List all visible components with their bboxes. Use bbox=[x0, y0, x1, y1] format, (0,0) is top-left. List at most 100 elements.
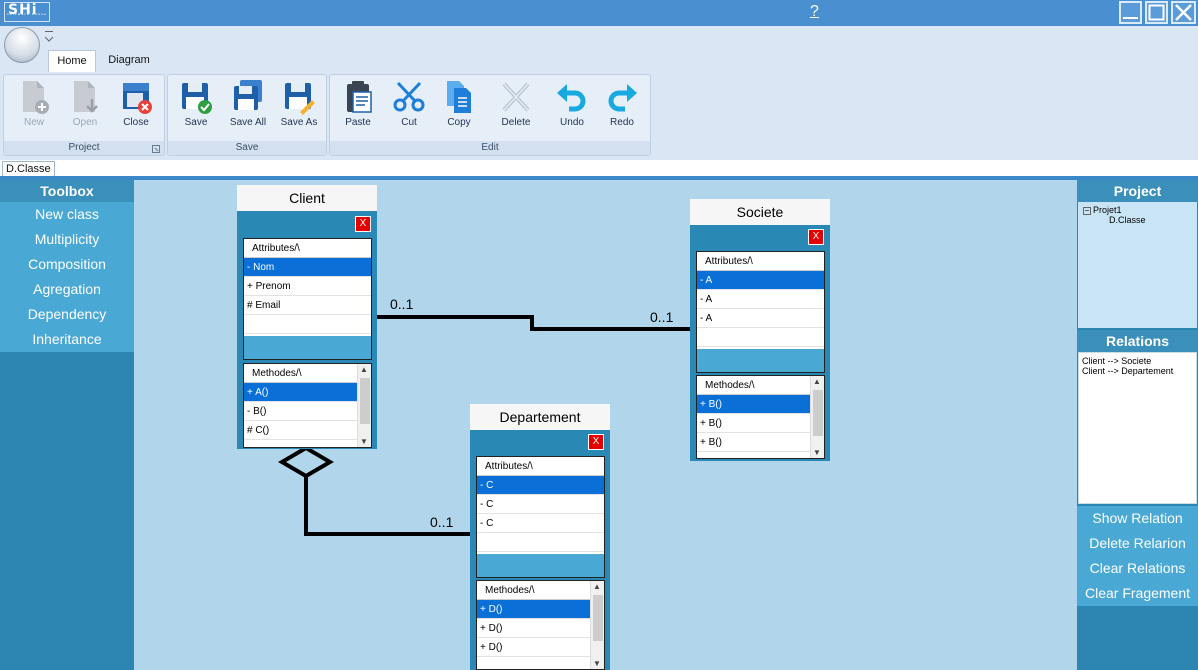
method-item[interactable]: + A() bbox=[244, 383, 357, 402]
project-tree[interactable]: −Projet1 D.Classe bbox=[1078, 202, 1197, 328]
method-item[interactable]: + D() bbox=[477, 600, 590, 619]
tab-diagram[interactable]: Diagram bbox=[108, 54, 150, 66]
scroll-thumb[interactable] bbox=[593, 595, 603, 641]
undo-button[interactable]: Undo bbox=[547, 79, 597, 139]
client-departement-line[interactable] bbox=[304, 469, 470, 536]
help-link[interactable]: ? bbox=[810, 3, 819, 20]
cut-button[interactable]: Cut bbox=[384, 79, 434, 139]
toolbox-new-class[interactable]: New class bbox=[0, 202, 134, 227]
delete-relation-button[interactable]: Delete Relarion bbox=[1077, 531, 1198, 556]
scroll-up-icon[interactable]: ▲ bbox=[360, 365, 368, 374]
attributes-header[interactable]: Attributes/\ bbox=[477, 457, 604, 476]
document-tab[interactable]: D.Classe bbox=[2, 161, 55, 176]
delete-class-button[interactable]: X bbox=[588, 434, 604, 450]
clear-fragment-button[interactable]: Clear Fragement bbox=[1077, 581, 1198, 606]
toolbox-multiplicity[interactable]: Multiplicity bbox=[0, 227, 134, 252]
methods-scrollbar[interactable]: ▲▼ bbox=[590, 581, 604, 669]
copy-button[interactable]: Copy bbox=[434, 79, 484, 139]
application-menu-button[interactable] bbox=[4, 27, 40, 63]
class-societe[interactable]: Societe X Attributes/\ - A - A - A Metho… bbox=[690, 199, 830, 461]
methods-header[interactable]: Methodes/\ bbox=[244, 364, 357, 383]
method-item[interactable]: + B() bbox=[697, 414, 810, 433]
methods-header[interactable]: Methodes/\ bbox=[477, 581, 590, 600]
save-button[interactable]: Save bbox=[171, 79, 221, 139]
toolbox-composition[interactable]: Composition bbox=[0, 252, 134, 277]
relation-item[interactable]: Client --> Departement bbox=[1082, 366, 1174, 376]
methods-list[interactable]: Methodes/\ + B() + B() + B() ▲▼ bbox=[696, 375, 825, 459]
attribute-item[interactable]: - A bbox=[697, 290, 824, 309]
scroll-down-icon[interactable]: ▼ bbox=[360, 437, 368, 446]
tab-home[interactable]: Home bbox=[48, 50, 96, 72]
attribute-item[interactable]: - Nom bbox=[244, 258, 371, 277]
methods-header[interactable]: Methodes/\ bbox=[697, 376, 810, 395]
class-departement[interactable]: Departement X Attributes/\ - C - C - C M… bbox=[470, 404, 610, 670]
attributes-list[interactable]: Attributes/\ - Nom + Prenom # Email bbox=[243, 238, 372, 360]
window-close-button[interactable] bbox=[1171, 1, 1196, 24]
scroll-up-icon[interactable]: ▲ bbox=[813, 377, 821, 386]
paste-button[interactable]: Paste bbox=[333, 79, 383, 139]
show-relation-button[interactable]: Show Relation bbox=[1077, 506, 1198, 531]
multiplicity-label[interactable]: 0..1 bbox=[650, 309, 674, 325]
client-societe-line[interactable] bbox=[376, 315, 690, 331]
attributes-list[interactable]: Attributes/\ - C - C - C bbox=[476, 456, 605, 578]
scroll-down-icon[interactable]: ▼ bbox=[813, 448, 821, 457]
delete-class-button[interactable]: X bbox=[355, 216, 371, 232]
tree-child-label[interactable]: D.Classe bbox=[1109, 215, 1146, 225]
relations-list[interactable]: Client --> Societe Client --> Departemen… bbox=[1078, 352, 1197, 504]
multiplicity-label[interactable]: 0..1 bbox=[390, 296, 414, 312]
scroll-thumb[interactable] bbox=[813, 390, 823, 436]
class-name[interactable]: Societe bbox=[690, 199, 830, 225]
class-client[interactable]: Client X Attributes/\ - Nom + Prenom # E… bbox=[237, 185, 377, 449]
methods-list[interactable]: Methodes/\ + A() - B() # C() ▲▼ bbox=[243, 363, 372, 448]
save-all-button[interactable]: Save All bbox=[223, 79, 273, 139]
dialog-launcher-icon[interactable] bbox=[152, 145, 161, 154]
clear-relations-button[interactable]: Clear Relations bbox=[1077, 556, 1198, 581]
method-item[interactable]: + B() bbox=[697, 433, 810, 452]
attribute-item[interactable]: # Email bbox=[244, 296, 371, 315]
method-item[interactable]: + B() bbox=[697, 395, 810, 414]
diagram-canvas[interactable]: 0..1 0..1 0..1 Client X Attributes/\ - N… bbox=[134, 180, 1077, 670]
tree-root-label[interactable]: Projet1 bbox=[1093, 205, 1122, 215]
redo-button[interactable]: Redo bbox=[597, 79, 647, 139]
methods-scrollbar[interactable]: ▲▼ bbox=[357, 364, 371, 447]
methods-scrollbar[interactable]: ▲▼ bbox=[810, 376, 824, 458]
attributes-header[interactable]: Attributes/\ bbox=[697, 252, 824, 271]
minimize-button[interactable] bbox=[1119, 1, 1142, 24]
attributes-header[interactable]: Attributes/\ bbox=[244, 239, 371, 258]
scroll-up-icon[interactable]: ▲ bbox=[593, 582, 601, 591]
collapse-icon[interactable]: − bbox=[1083, 206, 1091, 215]
attribute-item[interactable]: - A bbox=[697, 271, 824, 290]
tree-child[interactable]: D.Classe bbox=[1083, 215, 1192, 225]
scroll-thumb[interactable] bbox=[360, 378, 370, 424]
tree-root[interactable]: −Projet1 bbox=[1083, 205, 1192, 215]
save-as-button[interactable]: Save As bbox=[274, 79, 324, 139]
attributes-list[interactable]: Attributes/\ - A - A - A bbox=[696, 251, 825, 373]
open-button[interactable]: Open bbox=[60, 79, 110, 139]
methods-list[interactable]: Methodes/\ + D() + D() + D() ▲▼ bbox=[476, 580, 605, 670]
method-item[interactable]: # C() bbox=[244, 421, 357, 440]
multiplicity-label[interactable]: 0..1 bbox=[430, 514, 454, 530]
method-item[interactable]: + D() bbox=[477, 638, 590, 657]
close-project-button[interactable]: Close bbox=[111, 79, 161, 139]
attribute-item[interactable]: - C bbox=[477, 514, 604, 533]
delete-button[interactable]: Delete bbox=[491, 79, 541, 139]
method-item[interactable]: + D() bbox=[477, 619, 590, 638]
attribute-item[interactable]: - A bbox=[697, 309, 824, 328]
attribute-item[interactable]: - C bbox=[477, 495, 604, 514]
class-name[interactable]: Client bbox=[237, 185, 377, 211]
class-name[interactable]: Departement bbox=[470, 404, 610, 430]
quick-access-icon[interactable] bbox=[42, 28, 58, 42]
attribute-item[interactable]: - C bbox=[477, 476, 604, 495]
attribute-item[interactable]: + Prenom bbox=[244, 277, 371, 296]
toolbox-agregation[interactable]: Agregation bbox=[0, 277, 134, 302]
method-item[interactable]: - B() bbox=[244, 402, 357, 421]
maximize-button[interactable] bbox=[1145, 1, 1168, 24]
toolbox-inheritance[interactable]: Inheritance bbox=[0, 327, 134, 352]
relation-item[interactable]: Client --> Societe bbox=[1082, 356, 1152, 366]
save-all-label: Save All bbox=[229, 117, 267, 128]
toolbox-dependency[interactable]: Dependency bbox=[0, 302, 134, 327]
delete-class-button[interactable]: X bbox=[808, 229, 824, 245]
new-button[interactable]: New bbox=[9, 79, 59, 139]
scroll-down-icon[interactable]: ▼ bbox=[593, 659, 601, 668]
